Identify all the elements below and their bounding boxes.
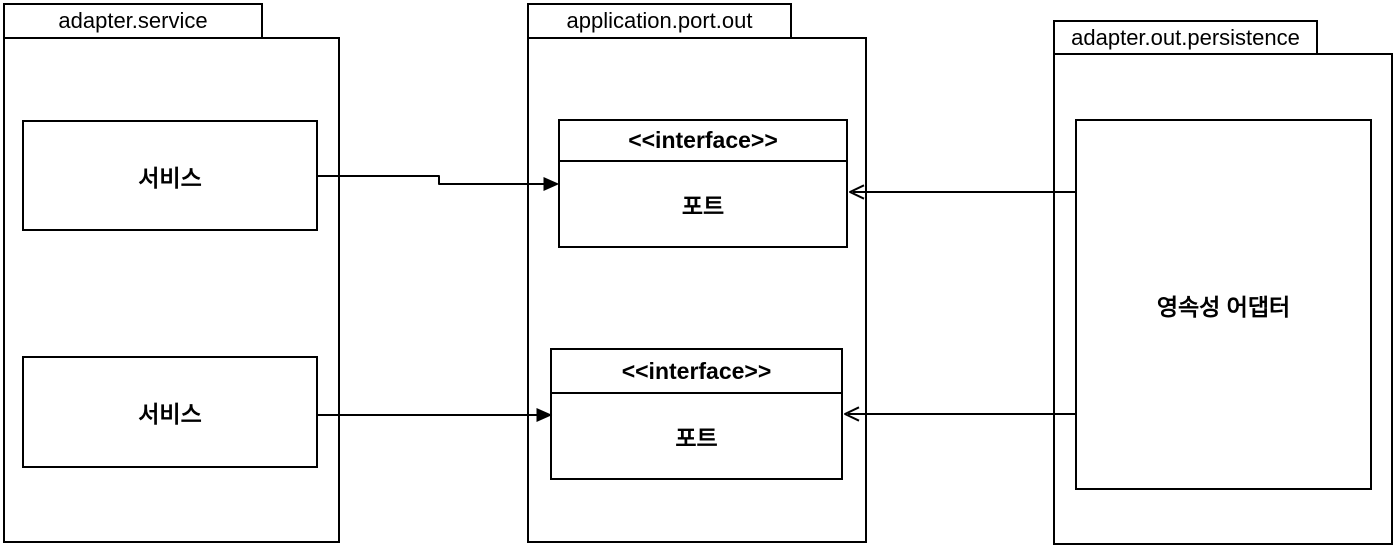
interface-port-top: <<interface>> 포트: [558, 119, 848, 248]
node-service-bottom: 서비스: [22, 356, 318, 468]
node-label: 포트: [681, 193, 725, 219]
package-tab-application-port-out: application.port.out: [527, 3, 792, 37]
interface-stereotype: <<interface>>: [560, 121, 846, 162]
edge-line: [318, 175, 545, 185]
package-label: adapter.out.persistence: [1071, 24, 1300, 50]
stereotype-label: <<interface>>: [628, 127, 778, 153]
node-service-top: 서비스: [22, 120, 318, 231]
package-label: adapter.service: [58, 8, 208, 33]
node-label: 포트: [675, 425, 718, 451]
package-label: application.port.out: [566, 8, 753, 33]
interface-name: 포트: [560, 162, 846, 246]
node-label: 서비스: [138, 164, 202, 191]
interface-stereotype: <<interface>>: [552, 350, 841, 394]
edge-persistence-to-port-top: [849, 184, 1075, 200]
node-label: 서비스: [138, 401, 202, 427]
edge-persistence-to-port-bottom: [844, 406, 1075, 422]
edge-service-top-to-port-top: [318, 175, 560, 191]
node-label: 영속성 어댑터: [1156, 293, 1291, 320]
package-tab-adapter-out-persistence: adapter.out.persistence: [1053, 20, 1318, 53]
edge-service-bottom-to-port-bottom: [318, 408, 553, 422]
package-tab-adapter-service: adapter.service: [3, 3, 263, 37]
stereotype-label: <<interface>>: [621, 357, 772, 384]
node-persistence-adapter: 영속성 어댑터: [1075, 119, 1372, 490]
interface-port-bottom: <<interface>> 포트: [550, 348, 843, 480]
interface-name: 포트: [552, 394, 841, 478]
